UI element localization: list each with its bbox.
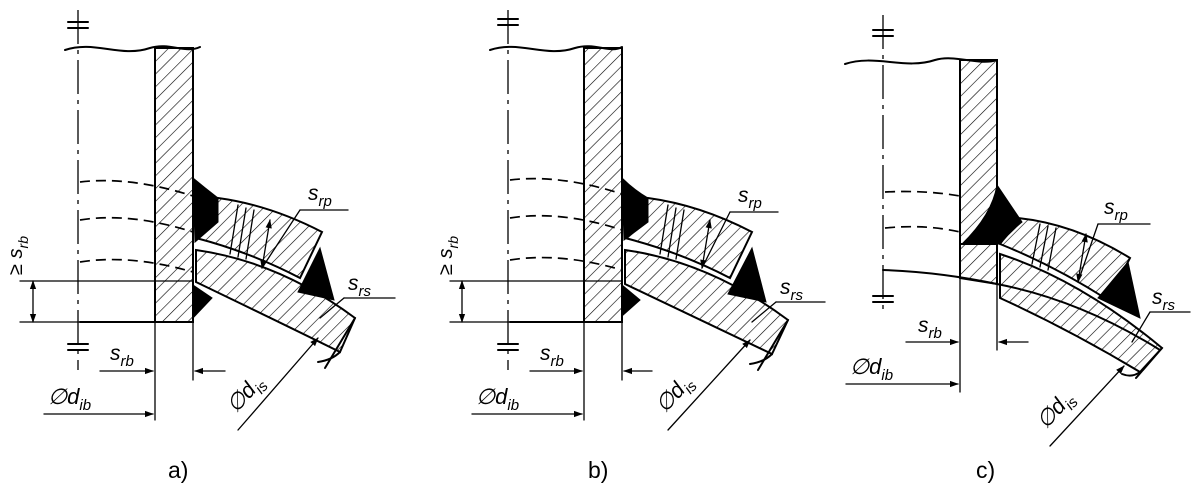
reinforcement-pad: [194, 196, 324, 280]
label-srp: srp: [738, 184, 762, 212]
label-srs: srs: [348, 272, 371, 300]
hidden-line: [509, 177, 623, 195]
dim-dis: [667, 339, 751, 431]
branch-end: [757, 319, 789, 371]
label-srb: srb: [540, 342, 564, 370]
leader-srp: [1077, 223, 1099, 283]
dim-srs: [751, 301, 777, 323]
panel-a: srp srs ≥ srb srb ∅dib ∅dis a): [5, 10, 396, 483]
dim-srp: [260, 219, 272, 269]
label-dib: ∅dib: [850, 354, 893, 384]
weld: [621, 283, 641, 318]
label-dib: ∅dib: [476, 384, 519, 414]
label-srs: srs: [1152, 286, 1175, 314]
pad-hole: [237, 207, 247, 258]
dim-srp: [1076, 233, 1088, 283]
label-dis: ∅dis: [1031, 385, 1082, 437]
branch-pipe: [624, 248, 790, 356]
branch-end: [1121, 371, 1141, 377]
label-dis: ∅dis: [221, 369, 272, 421]
branch-end: [749, 353, 773, 365]
caption-c: c): [976, 457, 995, 483]
dim-dis: [1049, 365, 1125, 447]
branch-pipe: [195, 248, 357, 354]
hidden-line: [79, 179, 194, 197]
dim-srs: [1131, 311, 1151, 343]
label-srp: srp: [1104, 196, 1128, 224]
label-srb: srb: [918, 314, 942, 342]
label-ge-srb: ≥ srb: [5, 236, 31, 275]
label-srp: srp: [308, 182, 332, 210]
hidden-line: [509, 256, 623, 271]
dim-srs: [319, 297, 345, 319]
pad-hole: [1047, 227, 1057, 271]
label-srb: srb: [110, 342, 134, 370]
leader-srp: [701, 211, 731, 269]
branch-end: [1135, 347, 1163, 379]
pad-hole: [245, 209, 255, 260]
hidden-line: [79, 216, 194, 233]
caption-b: b): [588, 457, 608, 483]
main-pipe-wall: [154, 47, 194, 323]
label-srs: srs: [780, 276, 803, 304]
panel-b: srp srs ≥ srb srb ∅dib ∅dis b): [435, 10, 826, 483]
label-ge-srb: ≥ srb: [435, 236, 461, 275]
caption-a: a): [168, 457, 188, 483]
reinforcement-pad: [998, 216, 1132, 302]
hidden-line: [884, 190, 961, 197]
hidden-line: [79, 258, 194, 273]
pad-hole: [667, 207, 677, 258]
dim-dis: [237, 337, 319, 431]
pad-hole: [675, 209, 685, 260]
hidden-line: [509, 214, 623, 231]
pad-hole: [659, 204, 669, 255]
panel-c: srp srs srb ∅dib ∅dis c): [844, 15, 1191, 483]
leader-srp: [261, 209, 301, 269]
label-dis: ∅dis: [650, 369, 701, 421]
hidden-line: [884, 225, 961, 233]
dim-srp: [700, 219, 712, 269]
pad-hole: [1031, 223, 1041, 265]
branch-end: [317, 351, 341, 363]
weld: [192, 284, 213, 320]
pad-hole: [229, 204, 239, 255]
label-dib: ∅dib: [48, 384, 91, 414]
pad-hole: [1039, 225, 1049, 268]
